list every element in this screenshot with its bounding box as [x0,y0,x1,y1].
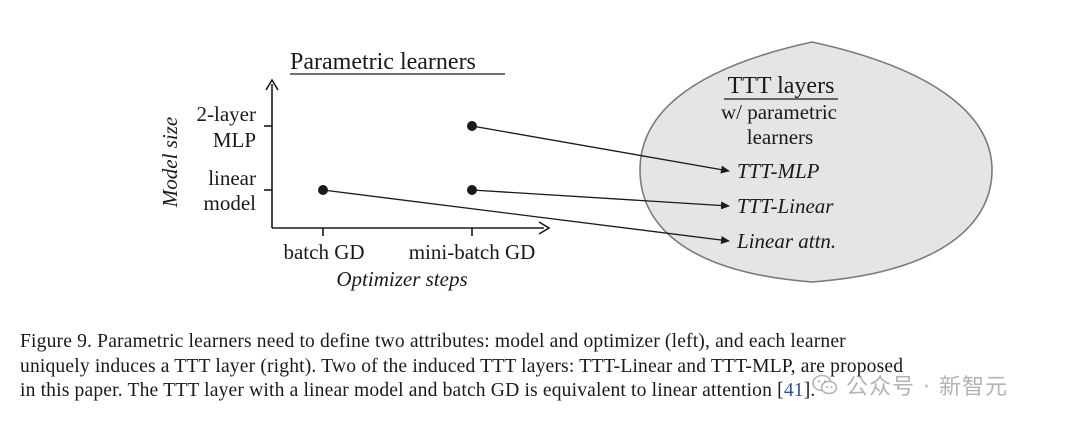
watermark: 公众号 · 新智元 [812,370,1008,400]
y-axis-title: Model size [158,117,182,208]
arrow-to-linear-attn [322,189,730,244]
caption-line-3: in this paper. The TTT layer with a line… [20,379,1060,404]
x-axis-title: Optimizer steps [336,267,467,291]
x-tick-label-minibatch: mini-batch GD [409,240,536,264]
caption-line-3-end: ]. [803,380,816,401]
ttt-layers-ellipse [639,41,993,283]
caption-line-2: uniquely induces a TTT layer (right). Tw… [20,355,904,377]
y-tick-label-linear-line2: model [204,191,257,215]
left-title: Parametric learners [290,49,476,75]
y-axis-arrow-icon [265,78,279,91]
arrow-to-ttt-mlp [471,125,730,174]
y-tick-label-linear-line1: linear [208,166,256,190]
ttt-item-mlp: TTT-MLP [737,159,820,183]
ellipse-title: TTT layers [728,73,835,99]
y-tick-label-mlp-line1: 2-layer [197,102,256,126]
x-axis-arrow-icon [538,221,551,235]
y-tick-label-mlp-line2: MLP [213,128,256,152]
caption-line-1: Figure 9. Parametric learners need to de… [20,331,846,352]
caption-line-3-text: in this paper. The TTT layer with a line… [20,380,784,401]
figure-diagram: Parametric learners 2-layer MLP linear m… [158,41,993,291]
ellipse-subtitle-line2: learners [747,125,813,149]
figure-caption: Figure 9. Parametric learners need to de… [20,330,1060,404]
citation-link[interactable]: 41 [783,380,804,401]
ttt-item-linear-attn: Linear attn. [736,229,836,253]
x-tick-label-batch: batch GD [283,240,364,264]
arrow-to-ttt-linear [471,189,730,210]
ellipse-subtitle-line1: w/ parametric [721,100,837,124]
ttt-item-linear: TTT-Linear [737,194,834,218]
watermark-text: 公众号 · 新智元 [846,375,1008,400]
wechat-icon [812,374,838,395]
